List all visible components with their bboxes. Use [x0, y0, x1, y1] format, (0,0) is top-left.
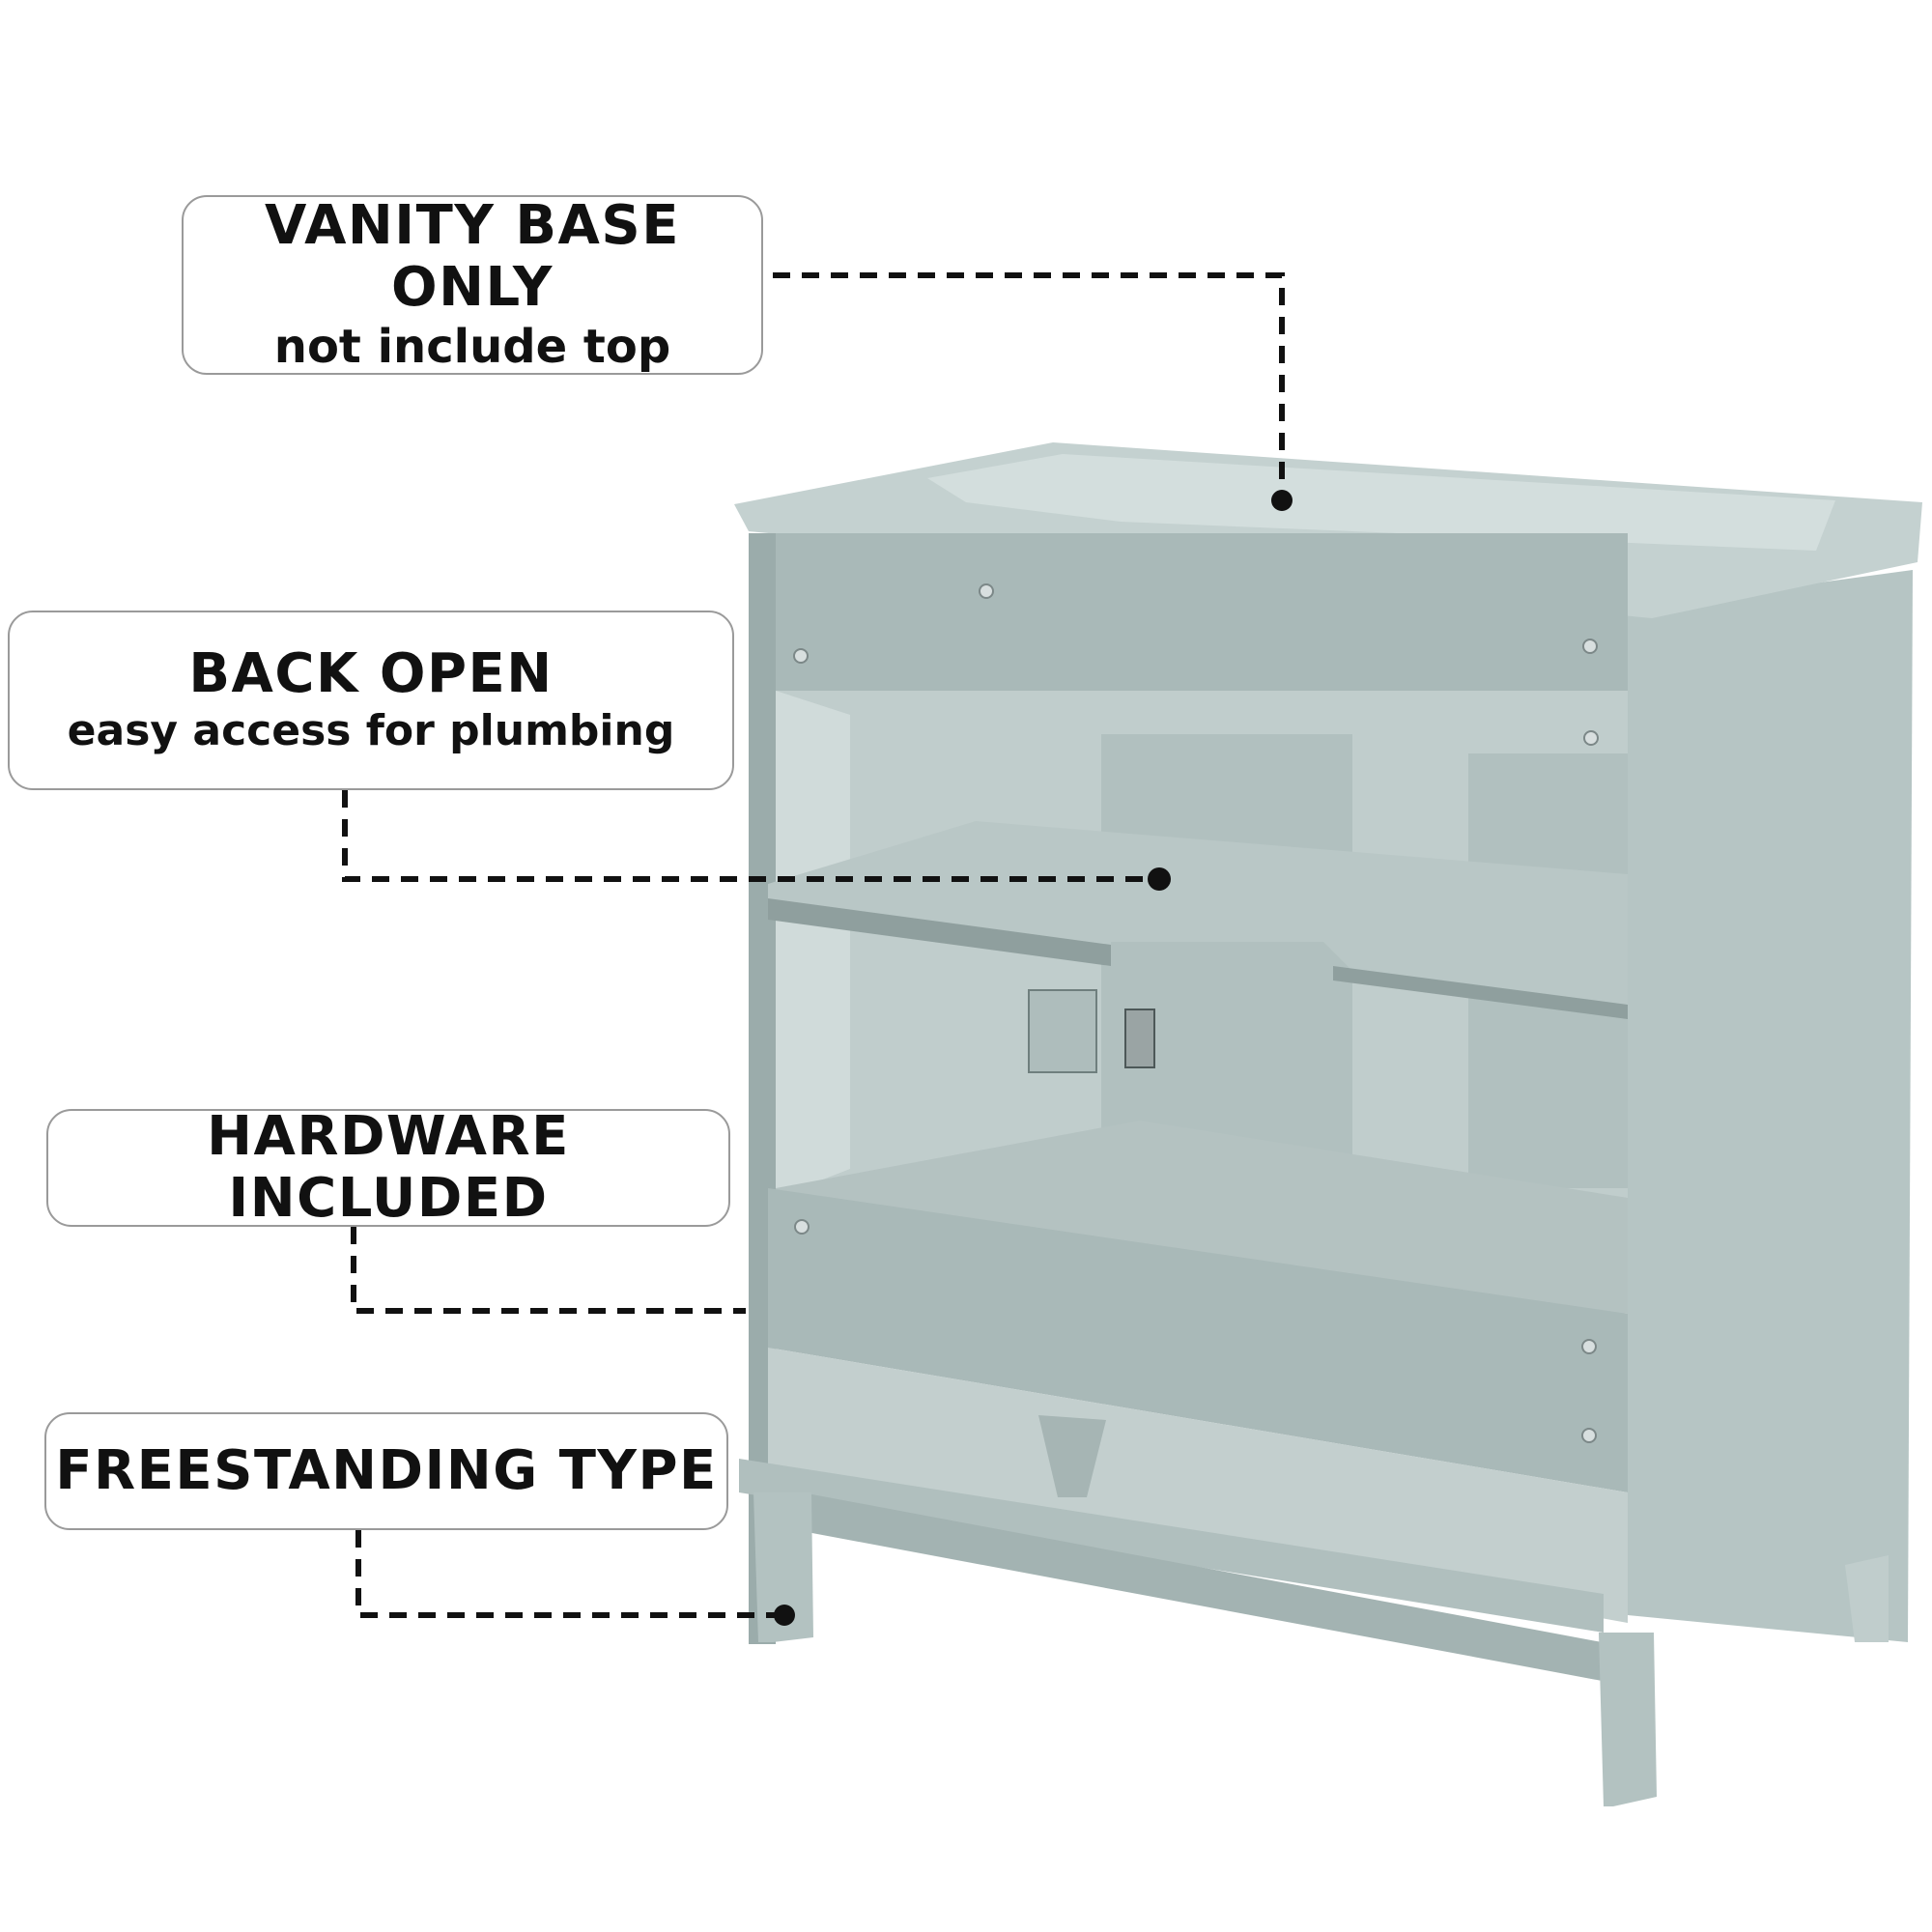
leader-dot-freestanding — [774, 1605, 795, 1626]
leader-dot-vanity-base — [1271, 490, 1293, 511]
shelf-front-edge-right — [1333, 966, 1628, 1019]
screw — [1582, 639, 1598, 654]
callout-vanity-base-only: VANITY BASE ONLY not include top — [182, 193, 763, 375]
cabinet-bottom-rail — [768, 1188, 1628, 1492]
screw — [1583, 730, 1599, 746]
leg-back-right — [1845, 1555, 1889, 1642]
cabinet-lower-frame — [768, 1348, 1628, 1623]
callout-freestanding-type: FREESTANDING TYPE — [44, 1412, 728, 1530]
leg-front-left — [753, 1492, 813, 1642]
callout-subtitle: not include top — [273, 319, 671, 374]
leader-line-back-open — [342, 790, 1159, 882]
cabinet-side-panel — [1628, 570, 1913, 1642]
callout-back-open: BACK OPEN easy access for plumbing — [8, 611, 734, 790]
screw — [979, 583, 994, 599]
leg-front-right — [1599, 1633, 1657, 1806]
hinge-plate — [1124, 1009, 1155, 1068]
screw — [794, 1219, 810, 1235]
callout-title: FREESTANDING TYPE — [55, 1438, 718, 1502]
callout-subtitle: easy access for plumbing — [67, 705, 675, 755]
leader-lines — [342, 272, 1285, 1618]
hinge-bracket — [1028, 989, 1097, 1073]
cabinet-bottom — [776, 1121, 1628, 1314]
leader-line-freestanding — [355, 1530, 784, 1618]
callout-title: BACK OPEN — [188, 642, 554, 706]
screw — [1581, 1428, 1597, 1443]
leader-line-vanity-base — [773, 272, 1285, 497]
screw — [1581, 1339, 1597, 1354]
interior-left-wall — [776, 691, 850, 1198]
leader-dot-back-open — [1148, 867, 1171, 891]
leg-back-middle — [1038, 1415, 1106, 1497]
callout-hardware-included: HARDWARE INCLUDED — [46, 1105, 730, 1230]
leader-line-hardware — [351, 1227, 746, 1314]
base-stretcher — [739, 1459, 1604, 1633]
cabinet-top-recess — [927, 454, 1835, 551]
callout-title: VANITY BASE ONLY — [265, 193, 680, 320]
screw — [793, 648, 809, 664]
base-bottom-rail — [802, 1492, 1628, 1686]
interior-back-panel — [1101, 734, 1352, 1198]
callout-title: HARDWARE INCLUDED — [207, 1104, 570, 1230]
shelf-front-edge — [768, 898, 1111, 966]
cabinet-shelf — [768, 821, 1628, 1009]
